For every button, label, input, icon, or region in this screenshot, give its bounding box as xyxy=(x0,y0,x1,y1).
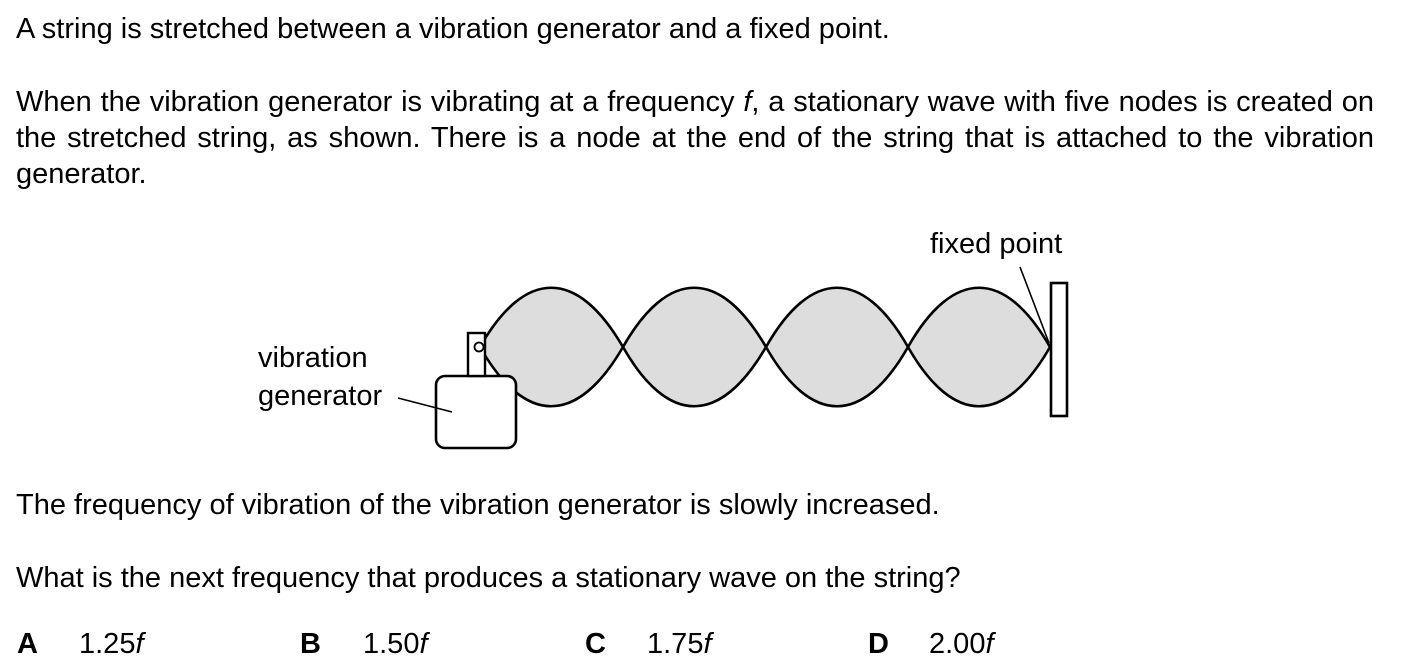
option-a[interactable]: A 1.25f xyxy=(17,624,144,664)
option-c-letter: C xyxy=(585,628,606,660)
option-b-value: 1.50f xyxy=(363,624,428,664)
prompt-text: What is the next frequency that produces… xyxy=(16,562,961,594)
option-d-letter: D xyxy=(868,628,889,660)
fixed-point-label: fixed point xyxy=(930,228,1063,260)
attachment-pin xyxy=(473,341,485,353)
option-d-unit: f xyxy=(985,628,994,660)
option-d[interactable]: D 2.00f xyxy=(868,624,994,664)
option-d-value: 2.00f xyxy=(929,624,994,664)
option-a-unit: f xyxy=(135,628,144,660)
option-a-value: 1.25f xyxy=(79,624,144,664)
option-b-number: 1.50 xyxy=(363,628,420,660)
option-d-number: 2.00 xyxy=(929,628,986,660)
option-a-number: 1.25 xyxy=(79,628,136,660)
option-c-number: 1.75 xyxy=(647,628,704,660)
generator-leader xyxy=(397,397,453,413)
fixed-point-leader xyxy=(1019,266,1050,344)
wave-loop-4 xyxy=(906,286,1052,408)
setup-text: When the vibration generator is vibratin… xyxy=(16,84,1374,192)
wave-loop-2 xyxy=(621,286,768,408)
option-c-value: 1.75f xyxy=(647,624,712,664)
generator-post xyxy=(466,331,487,378)
option-b[interactable]: B 1.50f xyxy=(300,624,428,664)
option-a-letter: A xyxy=(17,628,38,660)
option-c-unit: f xyxy=(703,628,712,660)
wave-loop-3 xyxy=(764,286,910,408)
generator-label-line1: vibration xyxy=(258,342,368,374)
intro-text: A string is stretched between a vibratio… xyxy=(16,13,890,45)
option-b-unit: f xyxy=(419,628,428,660)
setup-text-part2: , a stationary wave with five nodes is c… xyxy=(16,86,1374,190)
wave-loops xyxy=(478,286,1052,408)
frequency-symbol: f xyxy=(743,86,752,118)
option-b-letter: B xyxy=(300,628,321,660)
stationary-wave-diagram xyxy=(397,266,1069,450)
statement-text: The frequency of vibration of the vibrat… xyxy=(16,489,940,521)
setup-text-part1: When the vibration generator is vibratin… xyxy=(16,86,744,118)
generator-label-line2: generator xyxy=(258,380,383,412)
generator-body xyxy=(434,374,518,450)
option-c[interactable]: C 1.75f xyxy=(585,624,712,664)
fixed-point-bar xyxy=(1049,281,1069,418)
